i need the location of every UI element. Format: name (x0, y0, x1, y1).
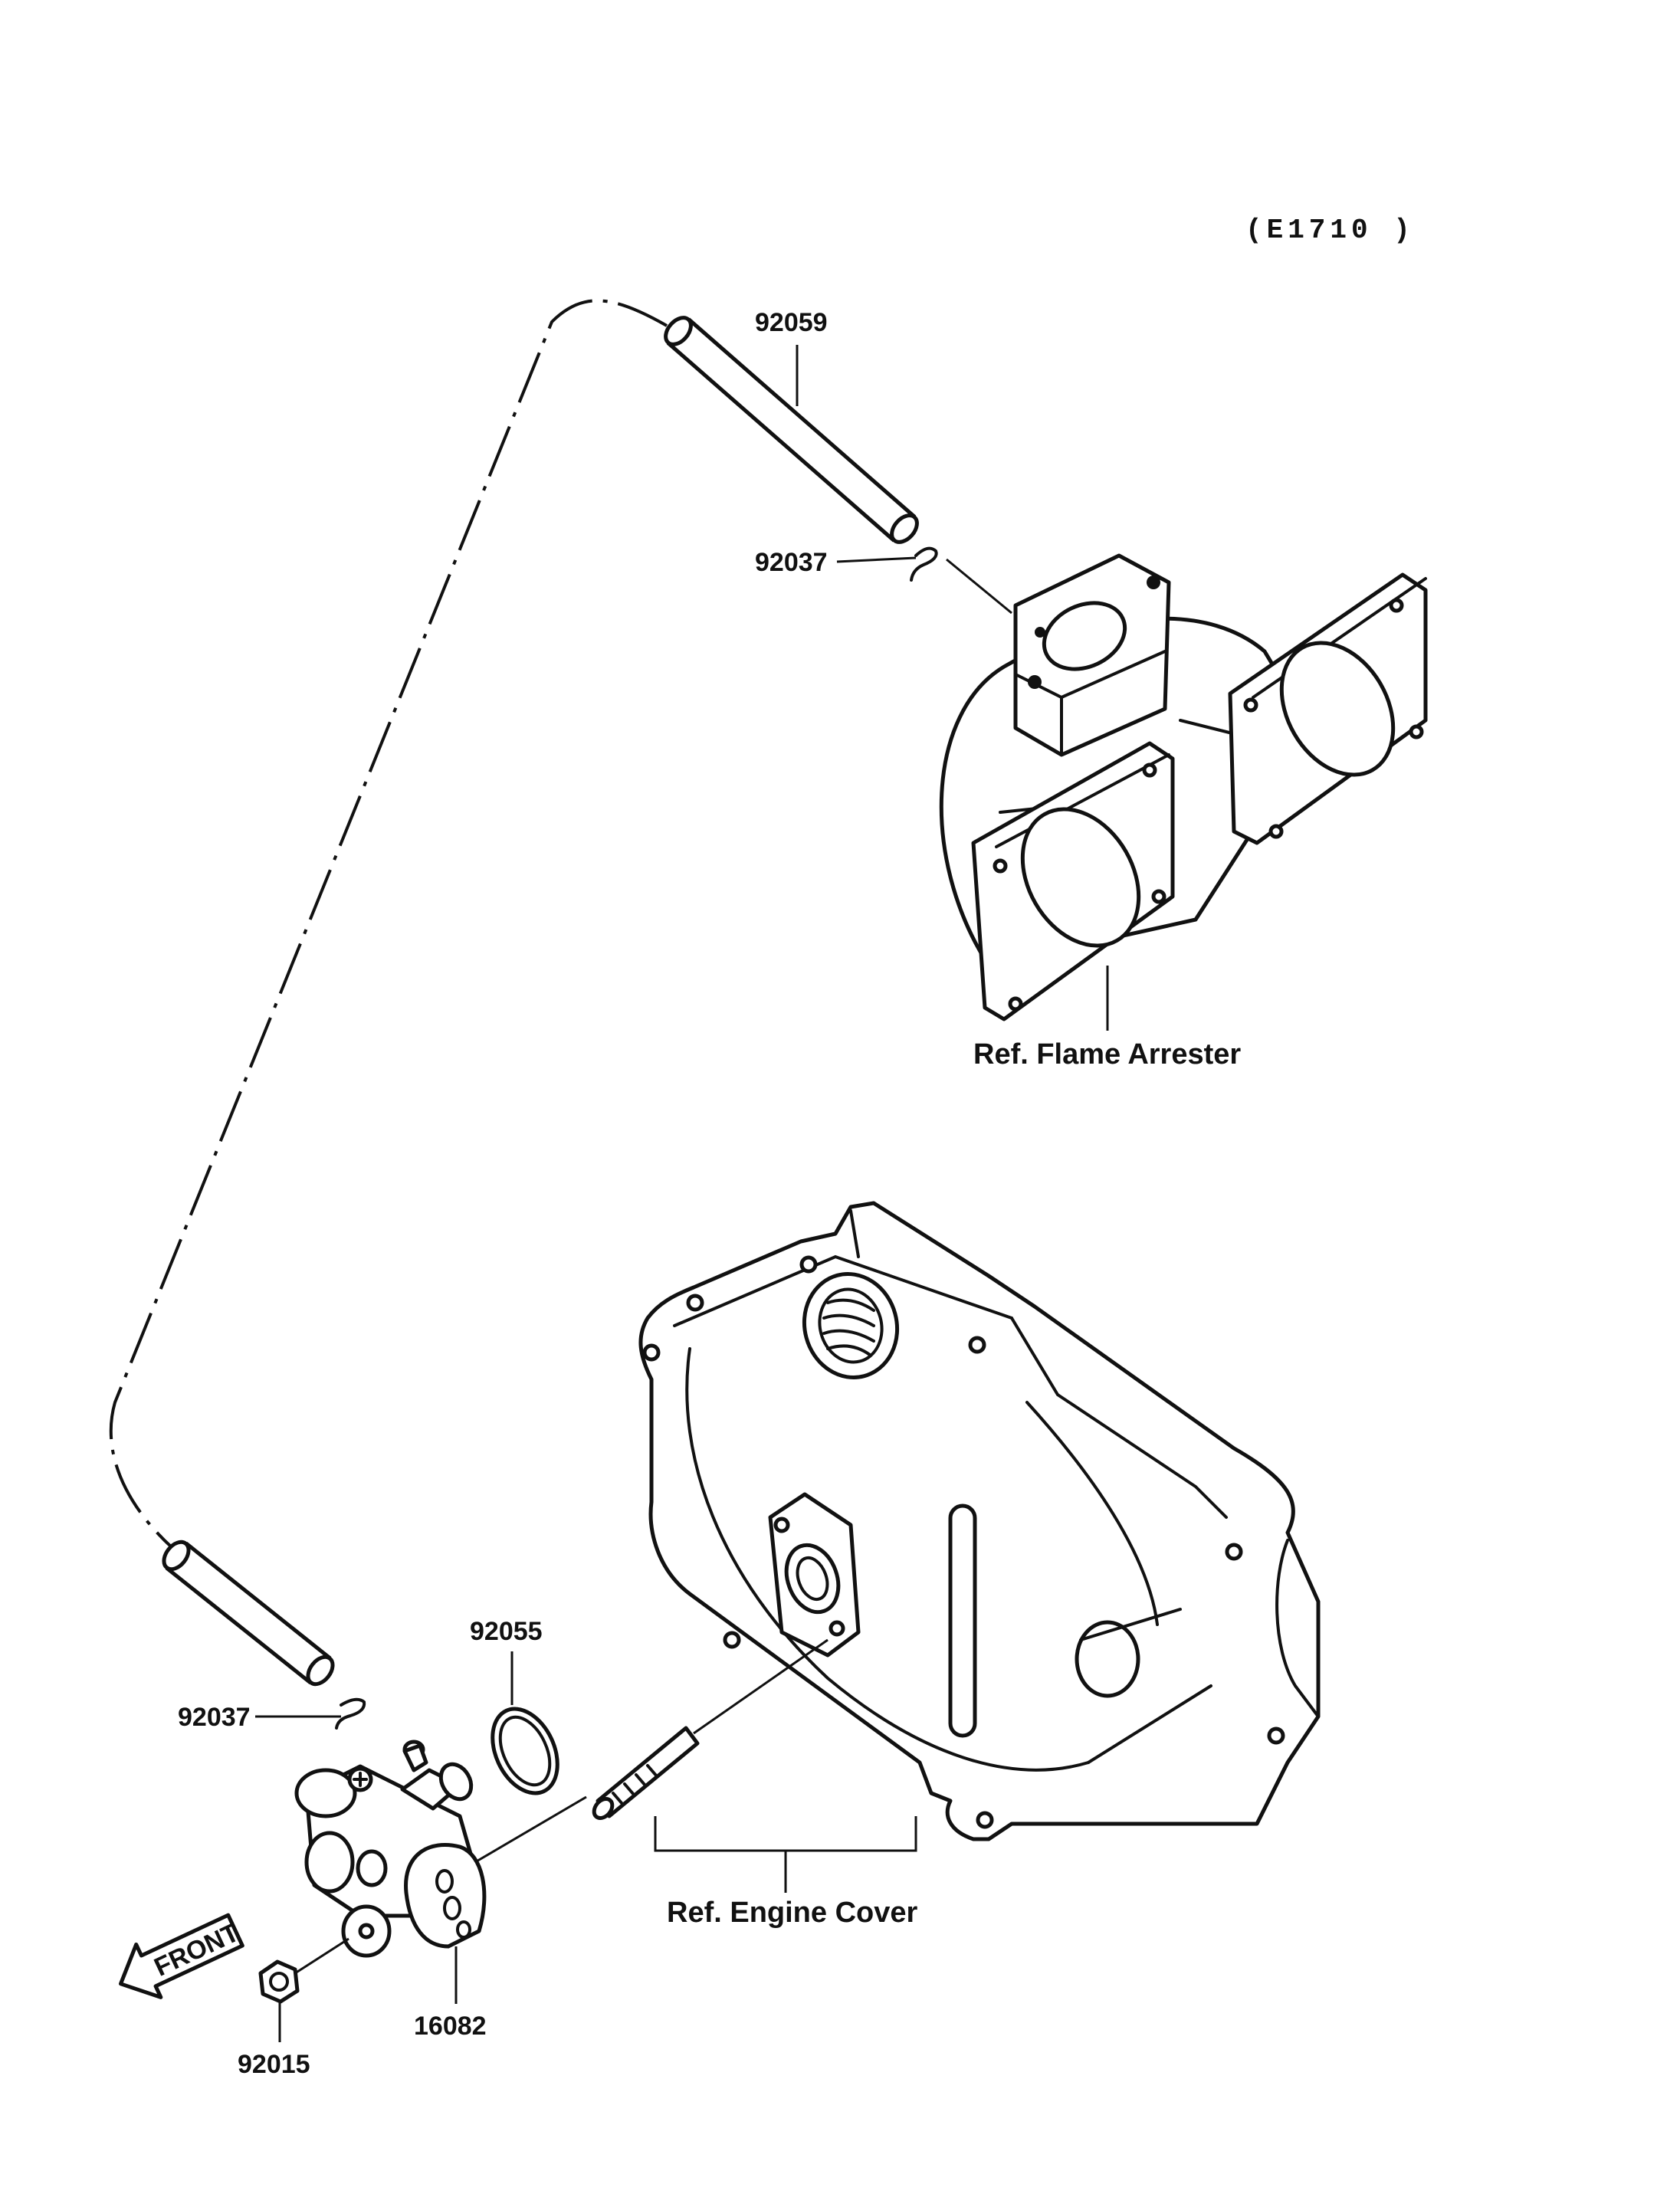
stud (592, 1726, 700, 1821)
label-92055: 92055 (470, 1617, 543, 1646)
leader-engine-cover-bracket (654, 1816, 917, 1852)
front-label: FRONT (150, 1918, 244, 1982)
leader-flange (946, 558, 1012, 615)
lower-hose (162, 1540, 335, 1687)
o-ring (491, 1707, 559, 1795)
label-92037-upper: 92037 (755, 548, 828, 577)
hose-route-line (109, 299, 668, 1549)
fuel-valve (294, 1740, 487, 1958)
nut (258, 1959, 300, 2004)
diagram-code: (E1710 ) (1245, 215, 1415, 246)
leader-92037-upper (836, 556, 917, 563)
leader-nut-valve (294, 1937, 349, 1975)
label-92059: 92059 (755, 308, 828, 337)
label-92015: 92015 (238, 2050, 310, 2079)
lower-clamp (335, 1697, 366, 1730)
flame-arrester-manifold (939, 553, 1428, 1021)
label-92037-lower: 92037 (178, 1703, 251, 1732)
front-arrow: FRONT (118, 1913, 244, 1999)
engine-cover (638, 1201, 1321, 1841)
leader-stud-cover (693, 1638, 829, 1735)
label-16082: 16082 (414, 2012, 487, 2041)
leader-valve-oring (474, 1795, 587, 1864)
upper-clamp (910, 546, 938, 582)
label-engine-cover: Ref. Engine Cover (667, 1897, 917, 1929)
upper-hose (664, 316, 919, 544)
label-flame-arrester: Ref. Flame Arrester (973, 1038, 1241, 1071)
